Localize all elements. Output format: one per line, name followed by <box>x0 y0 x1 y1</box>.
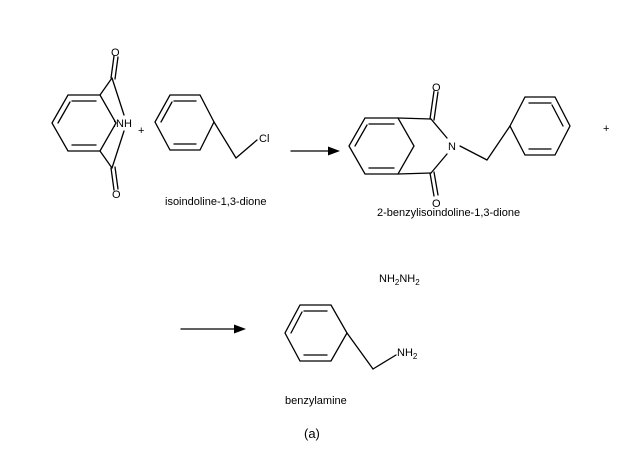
intermediate-oxygen-bottom: O <box>432 198 441 210</box>
benzylamine-structure <box>284 304 397 370</box>
product-name: benzylamine <box>285 395 347 407</box>
hydrazine-reagent: NH2NH2 <box>379 273 420 287</box>
benzylamine-nh2-label: NH2 <box>397 347 418 361</box>
phthalimide-nh-label: :NH <box>113 118 132 130</box>
plus-sign-2: + <box>603 123 609 135</box>
benzylphthalimide-structure <box>348 90 571 197</box>
chlorine-label: Cl <box>259 133 269 145</box>
reaction-arrow-1 <box>290 146 340 156</box>
phthalimide-name: isoindoline-1,3-dione <box>165 196 267 208</box>
panel-label: (a) <box>304 426 320 441</box>
phthalimide-oxygen-bottom: O <box>112 189 121 201</box>
phthalimide-structure <box>51 55 125 191</box>
intermediate-nitrogen-label: N <box>448 141 456 153</box>
phthalimide-oxygen-top: O <box>111 47 120 59</box>
plus-sign-1: + <box>138 125 144 137</box>
intermediate-name: 2-benzylisoindoline-1,3-dione <box>377 207 520 219</box>
intermediate-oxygen-top: O <box>432 82 441 94</box>
benzyl-chloride-structure <box>154 94 258 159</box>
reaction-arrow-2 <box>180 324 246 334</box>
